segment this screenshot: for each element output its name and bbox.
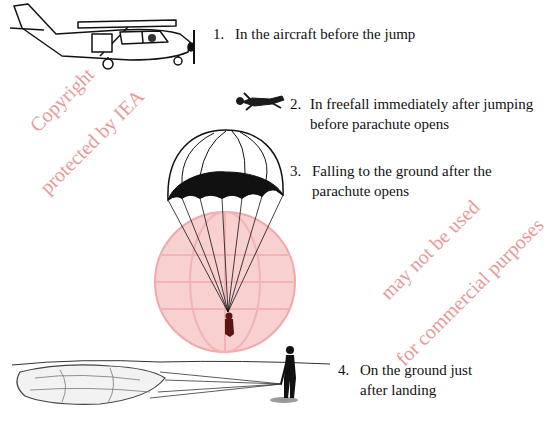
- seam: [182, 133, 214, 185]
- window-frame: [142, 31, 143, 43]
- seam: [232, 131, 245, 174]
- collapsed-canopy: [17, 365, 165, 404]
- line: [228, 195, 283, 312]
- ground-line: [12, 361, 330, 365]
- seam: [200, 131, 226, 176]
- parachutist: [225, 313, 234, 338]
- fuselage: [14, 4, 190, 60]
- parachute: [168, 130, 283, 337]
- watermark-text: for commercial purposes: [392, 214, 549, 371]
- door: [92, 34, 112, 52]
- suspension-lines: [168, 195, 283, 312]
- line: [168, 200, 228, 312]
- freefall-figure: [237, 93, 285, 110]
- cabin-window: [120, 31, 168, 44]
- step-number: 3.: [290, 161, 301, 181]
- rigging-lines: [150, 372, 282, 398]
- line: [228, 198, 242, 312]
- canopy-seams: [182, 131, 267, 185]
- wheel: [103, 59, 113, 69]
- step-number: 1.: [213, 24, 224, 44]
- step-caption: Falling to the ground after the parachut…: [312, 161, 527, 201]
- line: [150, 384, 282, 398]
- seam: [240, 132, 267, 180]
- canopy-folds: [30, 368, 150, 403]
- step-caption: On the ground just after landing: [360, 360, 495, 400]
- line: [160, 372, 282, 384]
- globe-parallel: [155, 281, 295, 283]
- arm: [244, 93, 250, 99]
- head: [237, 98, 244, 105]
- landing-scene: [12, 346, 330, 404]
- line: [228, 196, 262, 312]
- watermark-text: Copyright: [25, 63, 99, 137]
- arm: [246, 105, 252, 110]
- arm: [281, 360, 287, 384]
- line: [222, 198, 228, 312]
- wheel: [174, 57, 182, 65]
- propeller: [193, 30, 195, 64]
- step-caption: In freefall immediately after jumping be…: [310, 94, 552, 134]
- canopy-underside: [168, 172, 283, 200]
- line: [182, 198, 228, 312]
- head: [286, 346, 294, 354]
- head: [226, 313, 233, 320]
- step-number: 4.: [338, 360, 349, 380]
- canopy: [168, 130, 283, 200]
- airplane: [10, 4, 194, 69]
- step-caption: In the aircraft before the jump: [235, 24, 475, 44]
- logo-globe: [155, 212, 295, 352]
- tailplane: [10, 28, 44, 30]
- pilot: [148, 34, 156, 42]
- wing: [78, 20, 176, 28]
- leg: [272, 103, 281, 108]
- globe-parallel: [160, 308, 290, 310]
- line: [165, 380, 282, 384]
- line: [200, 198, 228, 312]
- globe-disc: [155, 212, 295, 352]
- body: [225, 319, 234, 337]
- step-number: 2.: [290, 94, 301, 114]
